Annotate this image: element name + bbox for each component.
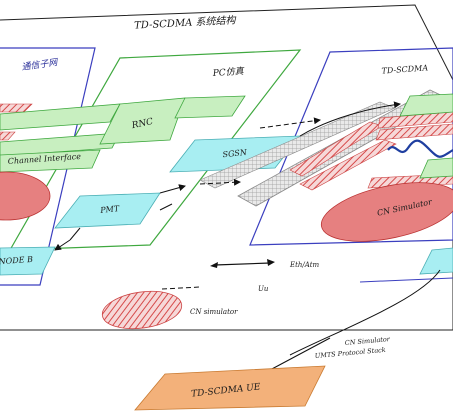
legend-ellipse <box>101 290 183 330</box>
right-red-ellipse <box>320 182 453 242</box>
ue-note-line2: UMTS Protocol Stack <box>314 346 386 360</box>
connection-arrows <box>54 101 401 251</box>
sgsn-label: SGSN <box>222 148 248 160</box>
right-hatched-strips <box>289 111 453 191</box>
pmt-label: PMT <box>99 204 120 215</box>
left-green-bar-1 <box>0 103 121 131</box>
rnc-right-bar <box>174 95 246 119</box>
legend-dashed-line <box>161 286 201 290</box>
nodeb-label: NODE B <box>0 255 33 266</box>
rnc-box <box>99 97 186 145</box>
ue-box <box>134 365 326 411</box>
ue-links <box>269 269 441 371</box>
pmt-box <box>54 192 161 229</box>
right-lower-region <box>359 277 453 283</box>
right-cyan-box <box>419 247 453 275</box>
right-green-bar-2 <box>419 157 453 179</box>
legend: Eth/Atm Uu CN simulator <box>101 259 320 330</box>
right-green-bar-1 <box>399 93 453 117</box>
pc-region-label: PC仿真 <box>211 66 245 79</box>
legend-line2-label: Uu <box>258 285 269 293</box>
diagram-title: TD-SCDMA 系统结构 <box>134 14 238 31</box>
ue-note-line1: CN Simulator <box>344 335 391 347</box>
left-green-bar-2 <box>0 132 121 157</box>
nodeb-box <box>0 246 56 276</box>
left-region-label: 通信子网 <box>21 57 59 73</box>
left-red-ellipse <box>0 171 51 221</box>
right-region-label: TD-SCDMA <box>381 63 428 75</box>
channel-interface-box <box>0 149 101 173</box>
uu-wave <box>387 139 453 158</box>
legend-ellipse-label: CN simulator <box>190 308 238 316</box>
legend-solid-line <box>214 262 271 266</box>
legend-line1-label: Eth/Atm <box>289 261 320 269</box>
rnc-label: RNC <box>130 117 154 131</box>
